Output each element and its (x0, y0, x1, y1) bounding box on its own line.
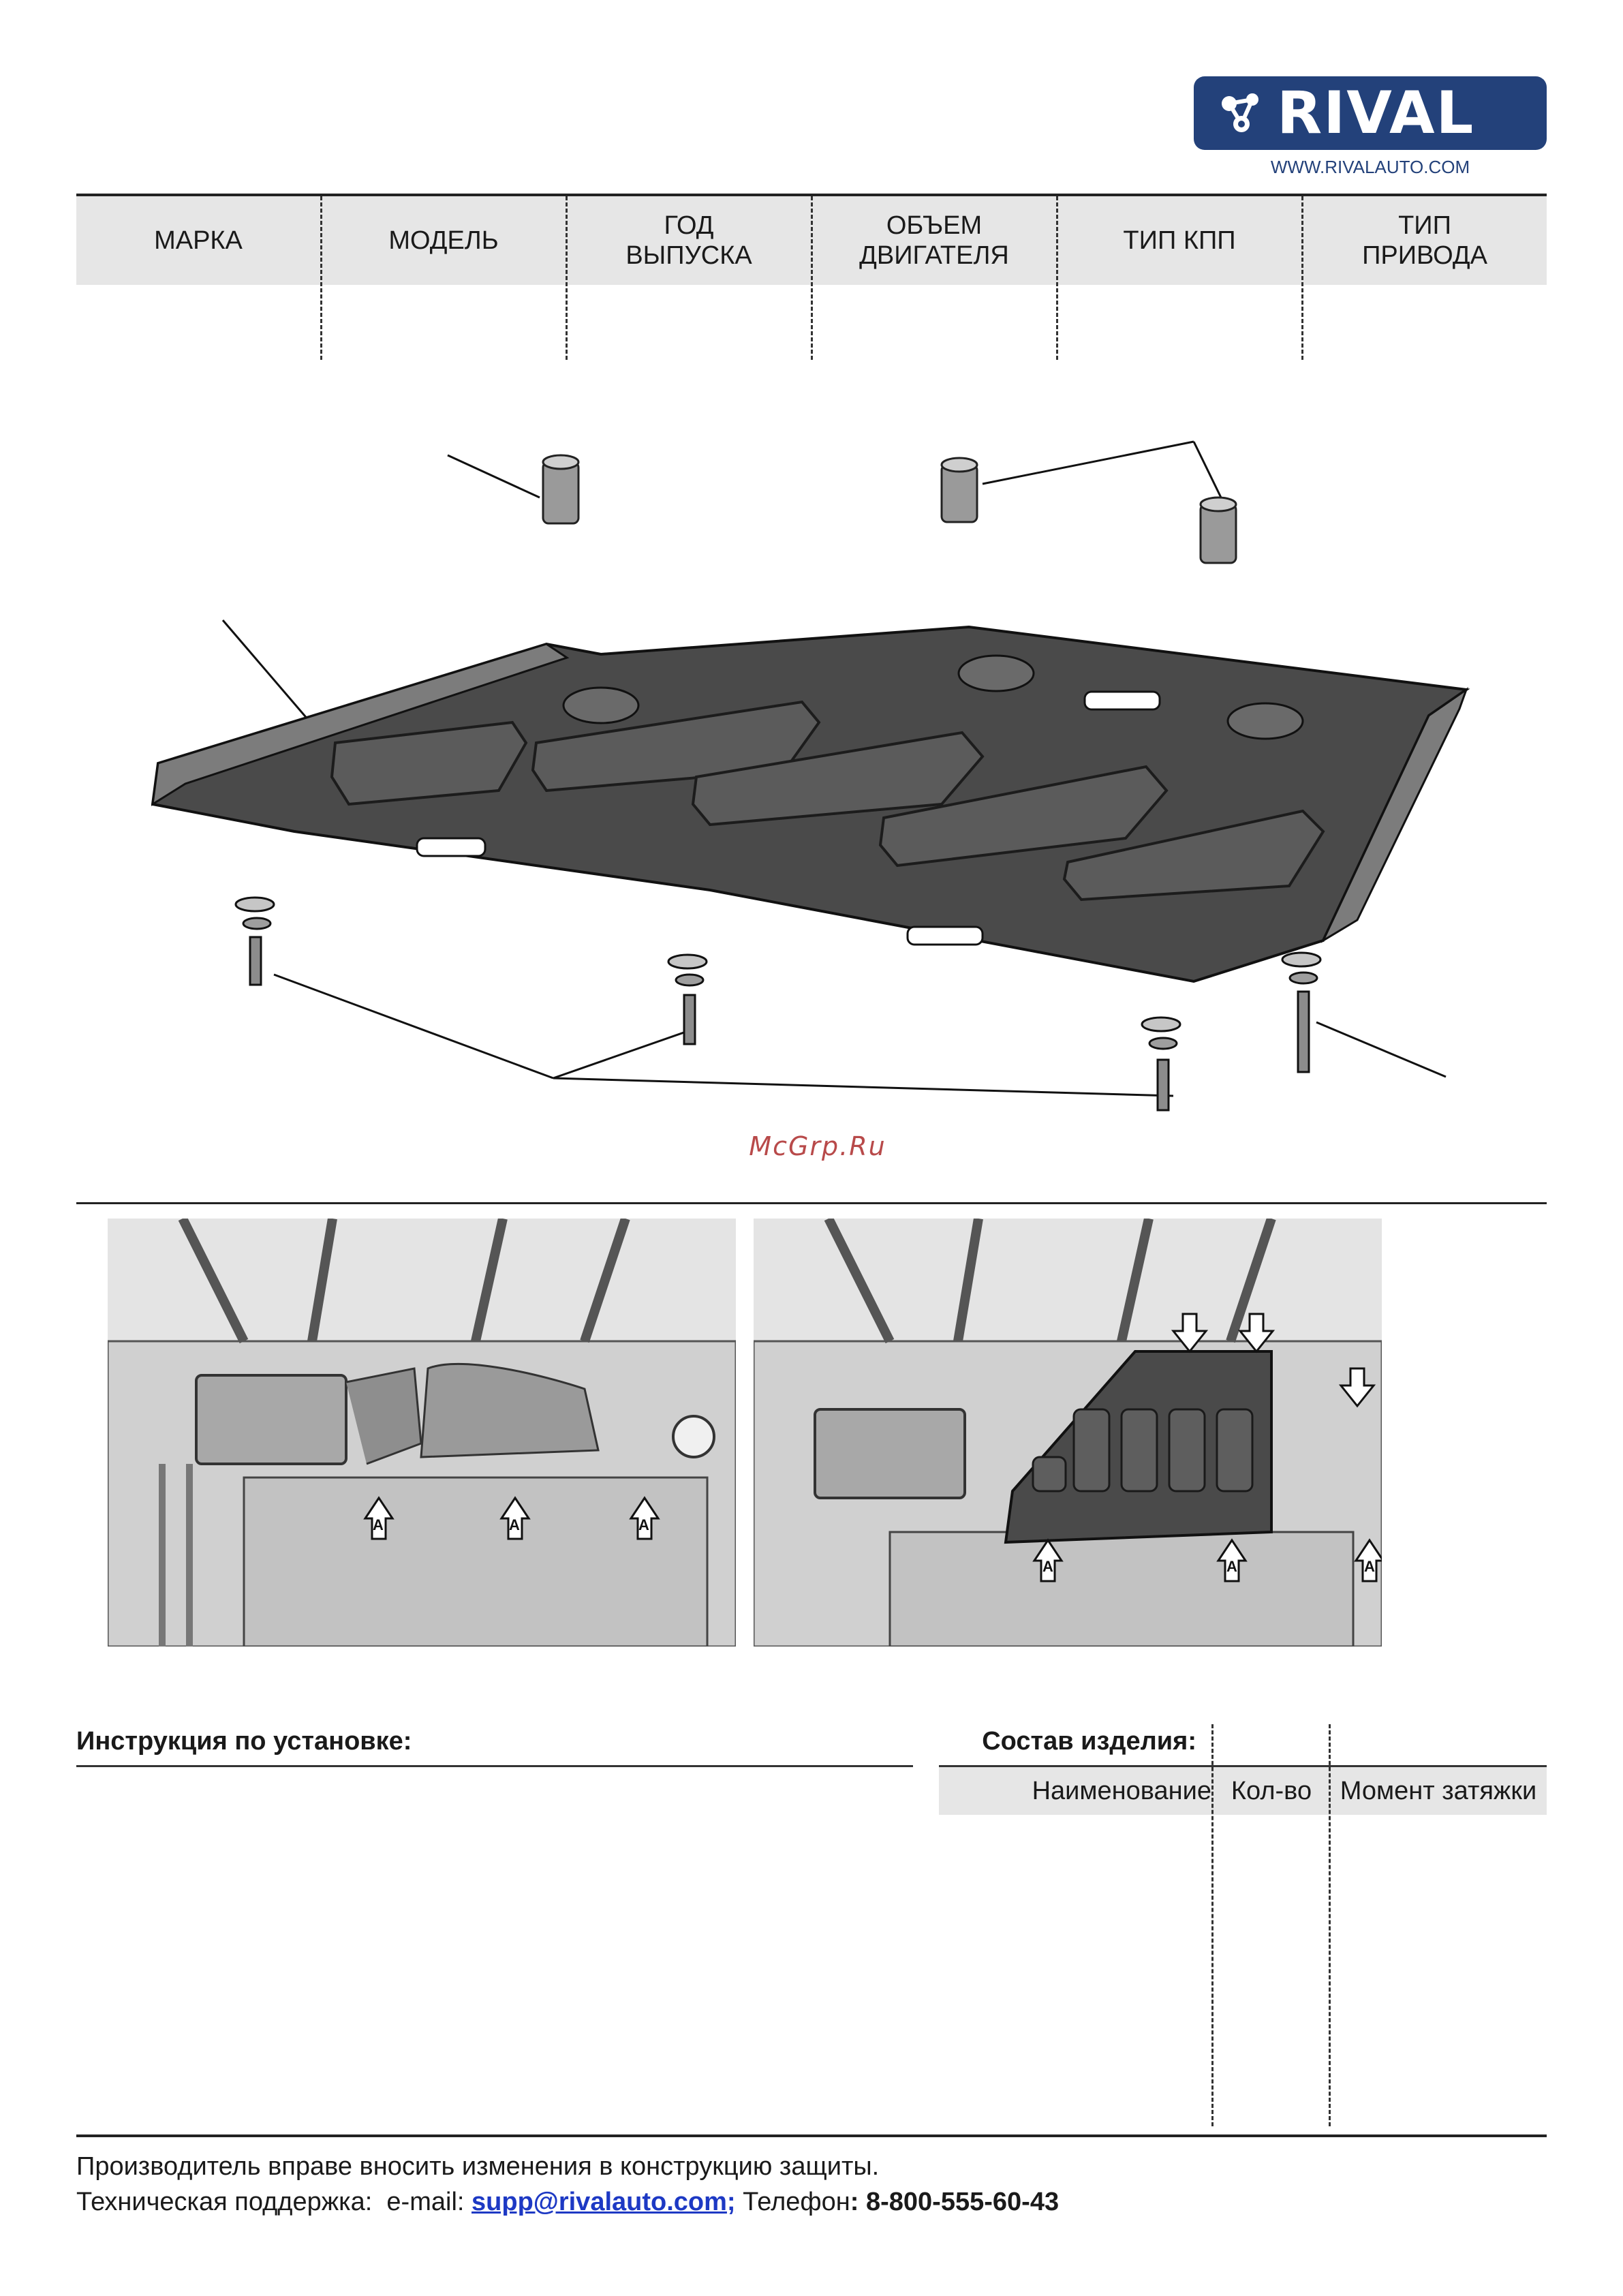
support-email-link[interactable]: supp@rivalauto.com (472, 2188, 727, 2216)
support-phone[interactable]: : 8-800-555-60-43 (850, 2188, 1060, 2216)
composition-col-qty: Кол-во (1231, 1776, 1312, 1805)
brand-logo: RIVAL (1194, 76, 1547, 150)
instructions-rule (76, 1765, 913, 1767)
header-col-gearbox: ТИП КПП (1123, 226, 1236, 255)
composition-col-torque: Момент затяжки (1340, 1776, 1537, 1805)
marker-a: A (1364, 1558, 1375, 1575)
support-label: Техническая поддержка: e-mail: (76, 2188, 472, 2216)
website-url[interactable]: WWW.RIVALAUTO.COM (1270, 157, 1470, 177)
header-col-engine: ОБЪЕМ ДВИГАТЕЛЯ (859, 211, 1009, 270)
footer-support: Техническая поддержка: e-mail: supp@riva… (76, 2188, 1059, 2217)
composition-header-band (939, 1767, 1547, 1815)
marker-a: A (1226, 1558, 1237, 1575)
composition-title: Состав изделия: (982, 1727, 1196, 1756)
marker-a: A (1042, 1558, 1053, 1575)
header-top-rule (76, 194, 1547, 196)
footer-disclaimer: Производитель вправе вносить изменения в… (76, 2152, 880, 2181)
marker-a: A (638, 1516, 649, 1533)
composition-divider (1211, 1724, 1214, 2126)
instructions-title: Инструкция по установке: (76, 1727, 412, 1756)
watermark: McGrp.Ru (749, 1131, 886, 1161)
header-divider (566, 196, 568, 360)
composition-rule (939, 1765, 1547, 1767)
logo-emblem-icon (1222, 93, 1258, 132)
header-col-model: МОДЕЛЬ (388, 226, 499, 255)
header-col-make: МАРКА (154, 226, 243, 255)
header-divider (811, 196, 813, 360)
header-divider (1056, 196, 1058, 360)
photo-before-install: A A A (108, 1219, 736, 1647)
footer-rule (76, 2134, 1547, 2137)
phone-label: Телефон (735, 2188, 850, 2216)
composition-col-name: Наименование (1032, 1776, 1211, 1805)
photo-after-install: A A A (754, 1219, 1382, 1647)
header-col-drive: ТИП ПРИВОДА (1362, 211, 1487, 270)
marker-a: A (509, 1516, 520, 1533)
spacer-bushing (542, 454, 580, 525)
logo-wordmark: RIVAL (1277, 79, 1475, 147)
composition-divider (1329, 1724, 1331, 2126)
header-divider (320, 196, 322, 360)
support-email-suffix: ; (726, 2188, 736, 2216)
marker-a: A (373, 1516, 384, 1533)
skid-plate-drawing (151, 440, 1470, 1112)
header-divider (1301, 196, 1303, 360)
section-rule (76, 1202, 1547, 1204)
header-col-year: ГОД ВЫПУСКА (625, 211, 752, 270)
